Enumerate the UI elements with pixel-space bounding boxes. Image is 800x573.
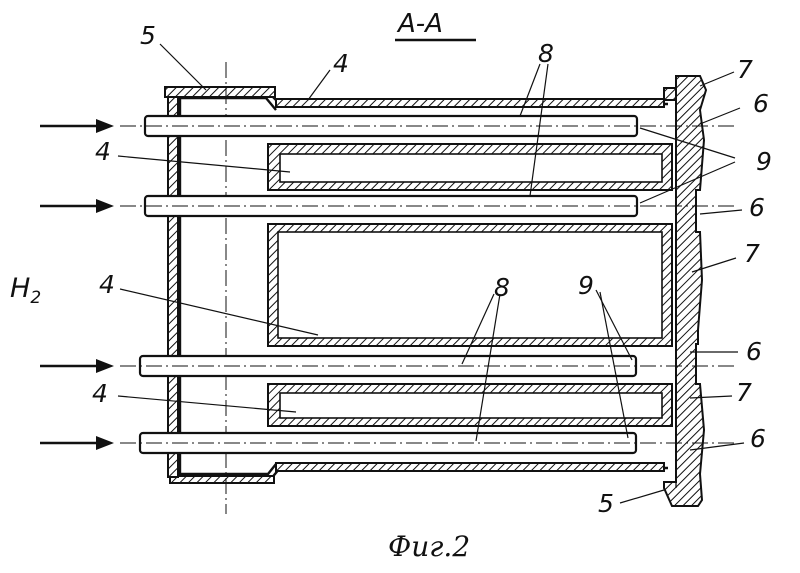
rod-1: [120, 116, 738, 136]
label-5-bottom: 5: [598, 489, 614, 518]
label-7-low: 7: [736, 378, 752, 407]
rod-3: [120, 356, 738, 376]
label-6-b: 6: [749, 193, 765, 222]
label-7-top: 7: [737, 55, 753, 84]
label-4-b: 4: [99, 270, 115, 299]
inflow-arrow-3: [40, 359, 114, 373]
label-4-c: 4: [92, 379, 108, 408]
label-4-top: 4: [333, 49, 349, 78]
label-7-mid: 7: [744, 239, 760, 268]
inflow-arrow-4: [40, 436, 114, 450]
label-6-d: 6: [750, 424, 766, 453]
rod-4: [120, 433, 738, 453]
label-8-top: 8: [538, 39, 554, 68]
rod-2: [120, 196, 738, 216]
chamber-3: [268, 384, 672, 426]
label-5-top: 5: [140, 21, 156, 50]
inflow-arrow-1: [40, 119, 114, 133]
label-4-a: 4: [95, 137, 111, 166]
gas-label: H2: [10, 273, 41, 308]
chamber-1: [268, 144, 672, 190]
section-title: A-A: [396, 9, 443, 39]
label-6-c: 6: [746, 337, 762, 366]
label-6-a: 6: [753, 89, 769, 118]
label-8-mid: 8: [494, 273, 510, 302]
label-9-mid: 9: [578, 271, 594, 300]
chamber-2: [268, 224, 672, 346]
inflow-arrow-2: [40, 199, 114, 213]
label-9-top: 9: [756, 147, 772, 176]
figure-caption: Фиг.2: [388, 530, 470, 563]
